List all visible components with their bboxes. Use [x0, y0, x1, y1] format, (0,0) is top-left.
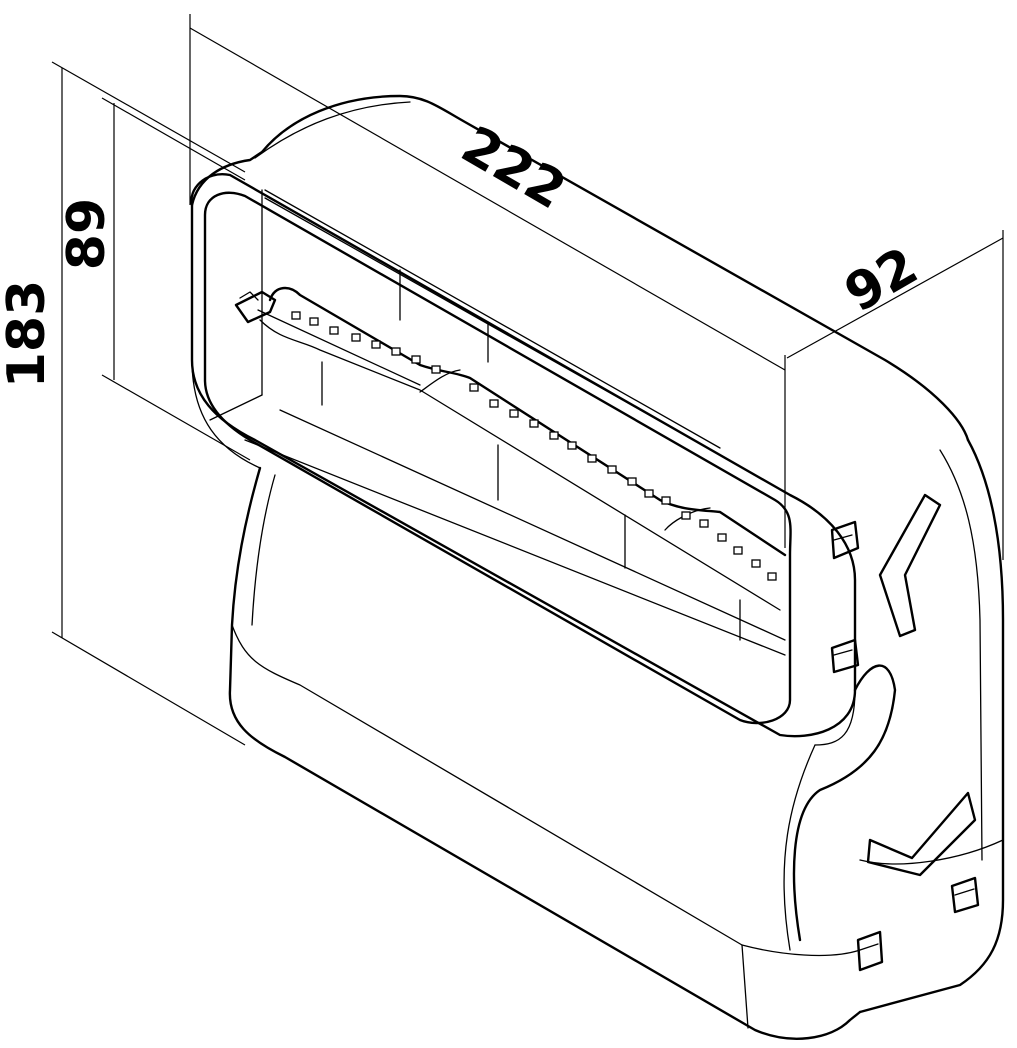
dimension-222-label: 222	[451, 115, 575, 221]
lower-body	[228, 438, 1005, 1040]
dimension-183: 183	[0, 61, 246, 746]
dimension-89-label: 89	[57, 198, 117, 270]
damper-studs	[291, 311, 777, 581]
top-cap	[190, 94, 970, 746]
dimension-92: 92	[786, 230, 1004, 560]
dimension-92-label: 92	[835, 236, 928, 324]
snap-clips	[830, 520, 980, 972]
dimension-183-label: 183	[0, 280, 57, 389]
dimension-89: 89	[57, 97, 251, 461]
dimension-222: 222	[189, 14, 786, 548]
interior	[209, 189, 787, 656]
